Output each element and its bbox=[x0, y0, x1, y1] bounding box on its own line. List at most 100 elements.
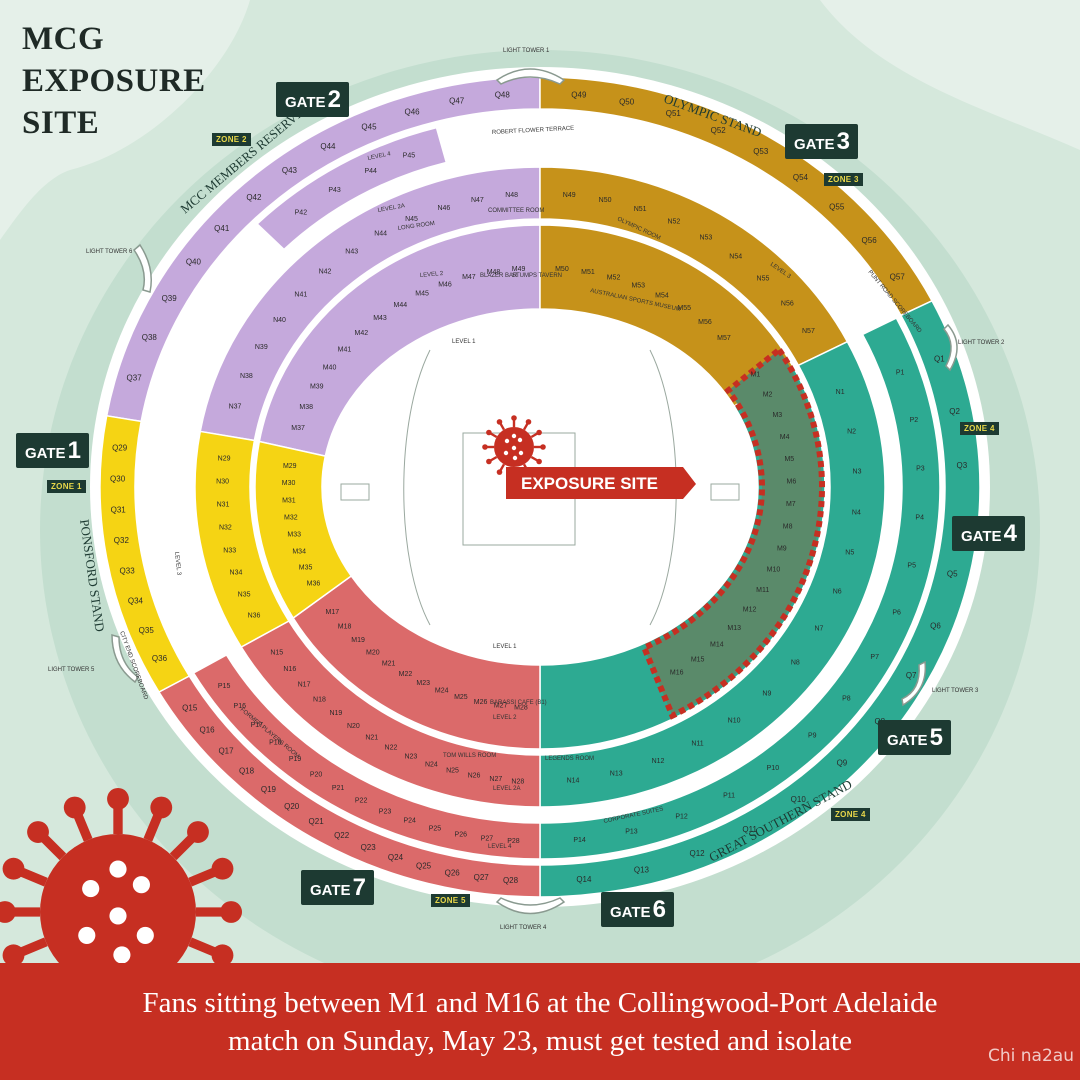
seat-section-label: N37 bbox=[229, 403, 242, 410]
tier-P-red bbox=[192, 654, 541, 860]
seat-section-label: N6 bbox=[833, 588, 842, 595]
seat-section-label: Q53 bbox=[753, 147, 769, 156]
tier-N-yellow bbox=[194, 430, 290, 648]
gate-word: GATE bbox=[961, 528, 1002, 545]
seat-section-label: P2 bbox=[910, 417, 919, 424]
seat-section-label: N26 bbox=[468, 773, 481, 780]
level-label: LEVEL 2 bbox=[420, 271, 445, 279]
light-tower-icon bbox=[111, 634, 139, 684]
seat-section-label: Q16 bbox=[200, 726, 216, 735]
seat-section-label: Q44 bbox=[320, 142, 336, 151]
light-tower-label: LIGHT TOWER 6 bbox=[86, 249, 133, 255]
virus-spike-tip bbox=[496, 419, 503, 425]
light-tower-icon bbox=[901, 660, 927, 707]
seat-section-label: M12 bbox=[743, 607, 757, 614]
gate-number: 6 bbox=[652, 896, 666, 923]
seat-section-label: Q17 bbox=[218, 747, 234, 756]
seat-section-label: P5 bbox=[907, 563, 916, 570]
virus-dot bbox=[503, 450, 509, 456]
footer-line: Fans sitting between M1 and M16 at the C… bbox=[142, 986, 938, 1019]
seat-section-label: M16 bbox=[670, 670, 684, 677]
seat-section-label: M3 bbox=[772, 412, 782, 419]
seat-section-label: Q43 bbox=[282, 166, 298, 175]
virus-dot bbox=[511, 445, 517, 451]
seat-section-label: Q29 bbox=[112, 444, 128, 453]
seat-section-label: P11 bbox=[723, 792, 735, 799]
seat-section-label: M5 bbox=[784, 456, 794, 463]
seat-section-label: M29 bbox=[283, 463, 297, 470]
seat-section-label: P44 bbox=[365, 168, 378, 175]
seat-section-label: N1 bbox=[836, 389, 845, 396]
seat-section-label: M44 bbox=[394, 302, 408, 309]
light-tower-icon bbox=[942, 323, 958, 372]
seat-section-label: M19 bbox=[351, 637, 365, 644]
seat-section-label: P10 bbox=[767, 765, 780, 772]
seat-section-label: N50 bbox=[599, 197, 612, 204]
seat-section-label: N11 bbox=[691, 740, 703, 747]
seat-section-label: Q56 bbox=[862, 236, 878, 245]
page-title: MCG EXPOSURE SITE bbox=[22, 18, 206, 144]
seat-section-label: Q12 bbox=[689, 849, 705, 858]
seat-section-label: Q54 bbox=[793, 173, 809, 182]
seat-section-label: Q51 bbox=[666, 109, 682, 118]
seat-section-label: M11 bbox=[756, 587, 769, 594]
seat-section-label: P6 bbox=[892, 610, 901, 617]
virus-spike-tip bbox=[220, 901, 243, 923]
seat-section-label: M46 bbox=[438, 281, 452, 288]
seat-section-label: M1 bbox=[751, 371, 761, 378]
seat-section-label: N51 bbox=[634, 206, 647, 213]
seat-section-label: M9 bbox=[777, 545, 787, 552]
seat-section-label: Q26 bbox=[445, 868, 461, 877]
seat-section-label: N31 bbox=[217, 502, 230, 509]
seat-section-label: P20 bbox=[310, 771, 323, 778]
level-label: LEVEL 2 bbox=[493, 715, 517, 721]
seat-section-label: N38 bbox=[240, 373, 253, 380]
gate-number: 3 bbox=[836, 128, 850, 155]
seat-section-label: Q35 bbox=[139, 626, 155, 635]
seat-section-label: Q28 bbox=[503, 876, 519, 885]
seat-section-label: N45 bbox=[405, 216, 418, 223]
seat-section-label: P17 bbox=[251, 722, 264, 729]
seat-section-label: M39 bbox=[310, 384, 324, 391]
seat-section-label: P28 bbox=[507, 838, 520, 845]
virus-spike-tip bbox=[63, 796, 86, 819]
virus-dot bbox=[109, 860, 127, 878]
virus-dot bbox=[136, 926, 154, 944]
seat-section-label: N52 bbox=[667, 218, 680, 225]
seat-section-label: M24 bbox=[435, 688, 449, 695]
level-label: LEVEL 4 bbox=[488, 844, 512, 850]
seat-section-label: N33 bbox=[223, 547, 236, 554]
seat-section-label: Q37 bbox=[127, 374, 143, 383]
seat-section-label: N3 bbox=[853, 469, 862, 476]
seat-section-label: Q18 bbox=[239, 766, 255, 775]
venue-label: ROBERT FLOWER TERRACE bbox=[492, 126, 575, 136]
seat-section-label: P13 bbox=[625, 829, 638, 836]
level-label: LEVEL 3 bbox=[173, 552, 181, 577]
seat-section-label: N35 bbox=[238, 592, 251, 599]
seat-section-label: Q10 bbox=[791, 795, 807, 804]
seat-section-label: M27 bbox=[494, 702, 508, 709]
gate-number: 2 bbox=[327, 86, 341, 113]
seat-section-label: M47 bbox=[462, 274, 476, 281]
virus-spike-tip bbox=[187, 821, 209, 843]
title-line: SITE bbox=[22, 105, 100, 141]
seat-section-label: P12 bbox=[675, 814, 688, 821]
seat-section-label: Q41 bbox=[214, 224, 230, 233]
virus-dot bbox=[132, 876, 150, 894]
virus-spike-tip bbox=[211, 944, 234, 967]
seat-section-label: N21 bbox=[365, 734, 378, 741]
seat-section-label: N55 bbox=[757, 276, 770, 283]
zone-badge: ZONE 3 bbox=[824, 173, 863, 186]
seat-section-label: M37 bbox=[291, 425, 305, 432]
virus-spike-tip bbox=[496, 469, 503, 475]
seat-section-label: M41 bbox=[338, 347, 352, 354]
gate-number: 4 bbox=[1003, 520, 1017, 547]
virus-spike-tip bbox=[2, 857, 25, 880]
exposure-callout bbox=[506, 467, 696, 499]
seat-section-label: N39 bbox=[255, 344, 268, 351]
